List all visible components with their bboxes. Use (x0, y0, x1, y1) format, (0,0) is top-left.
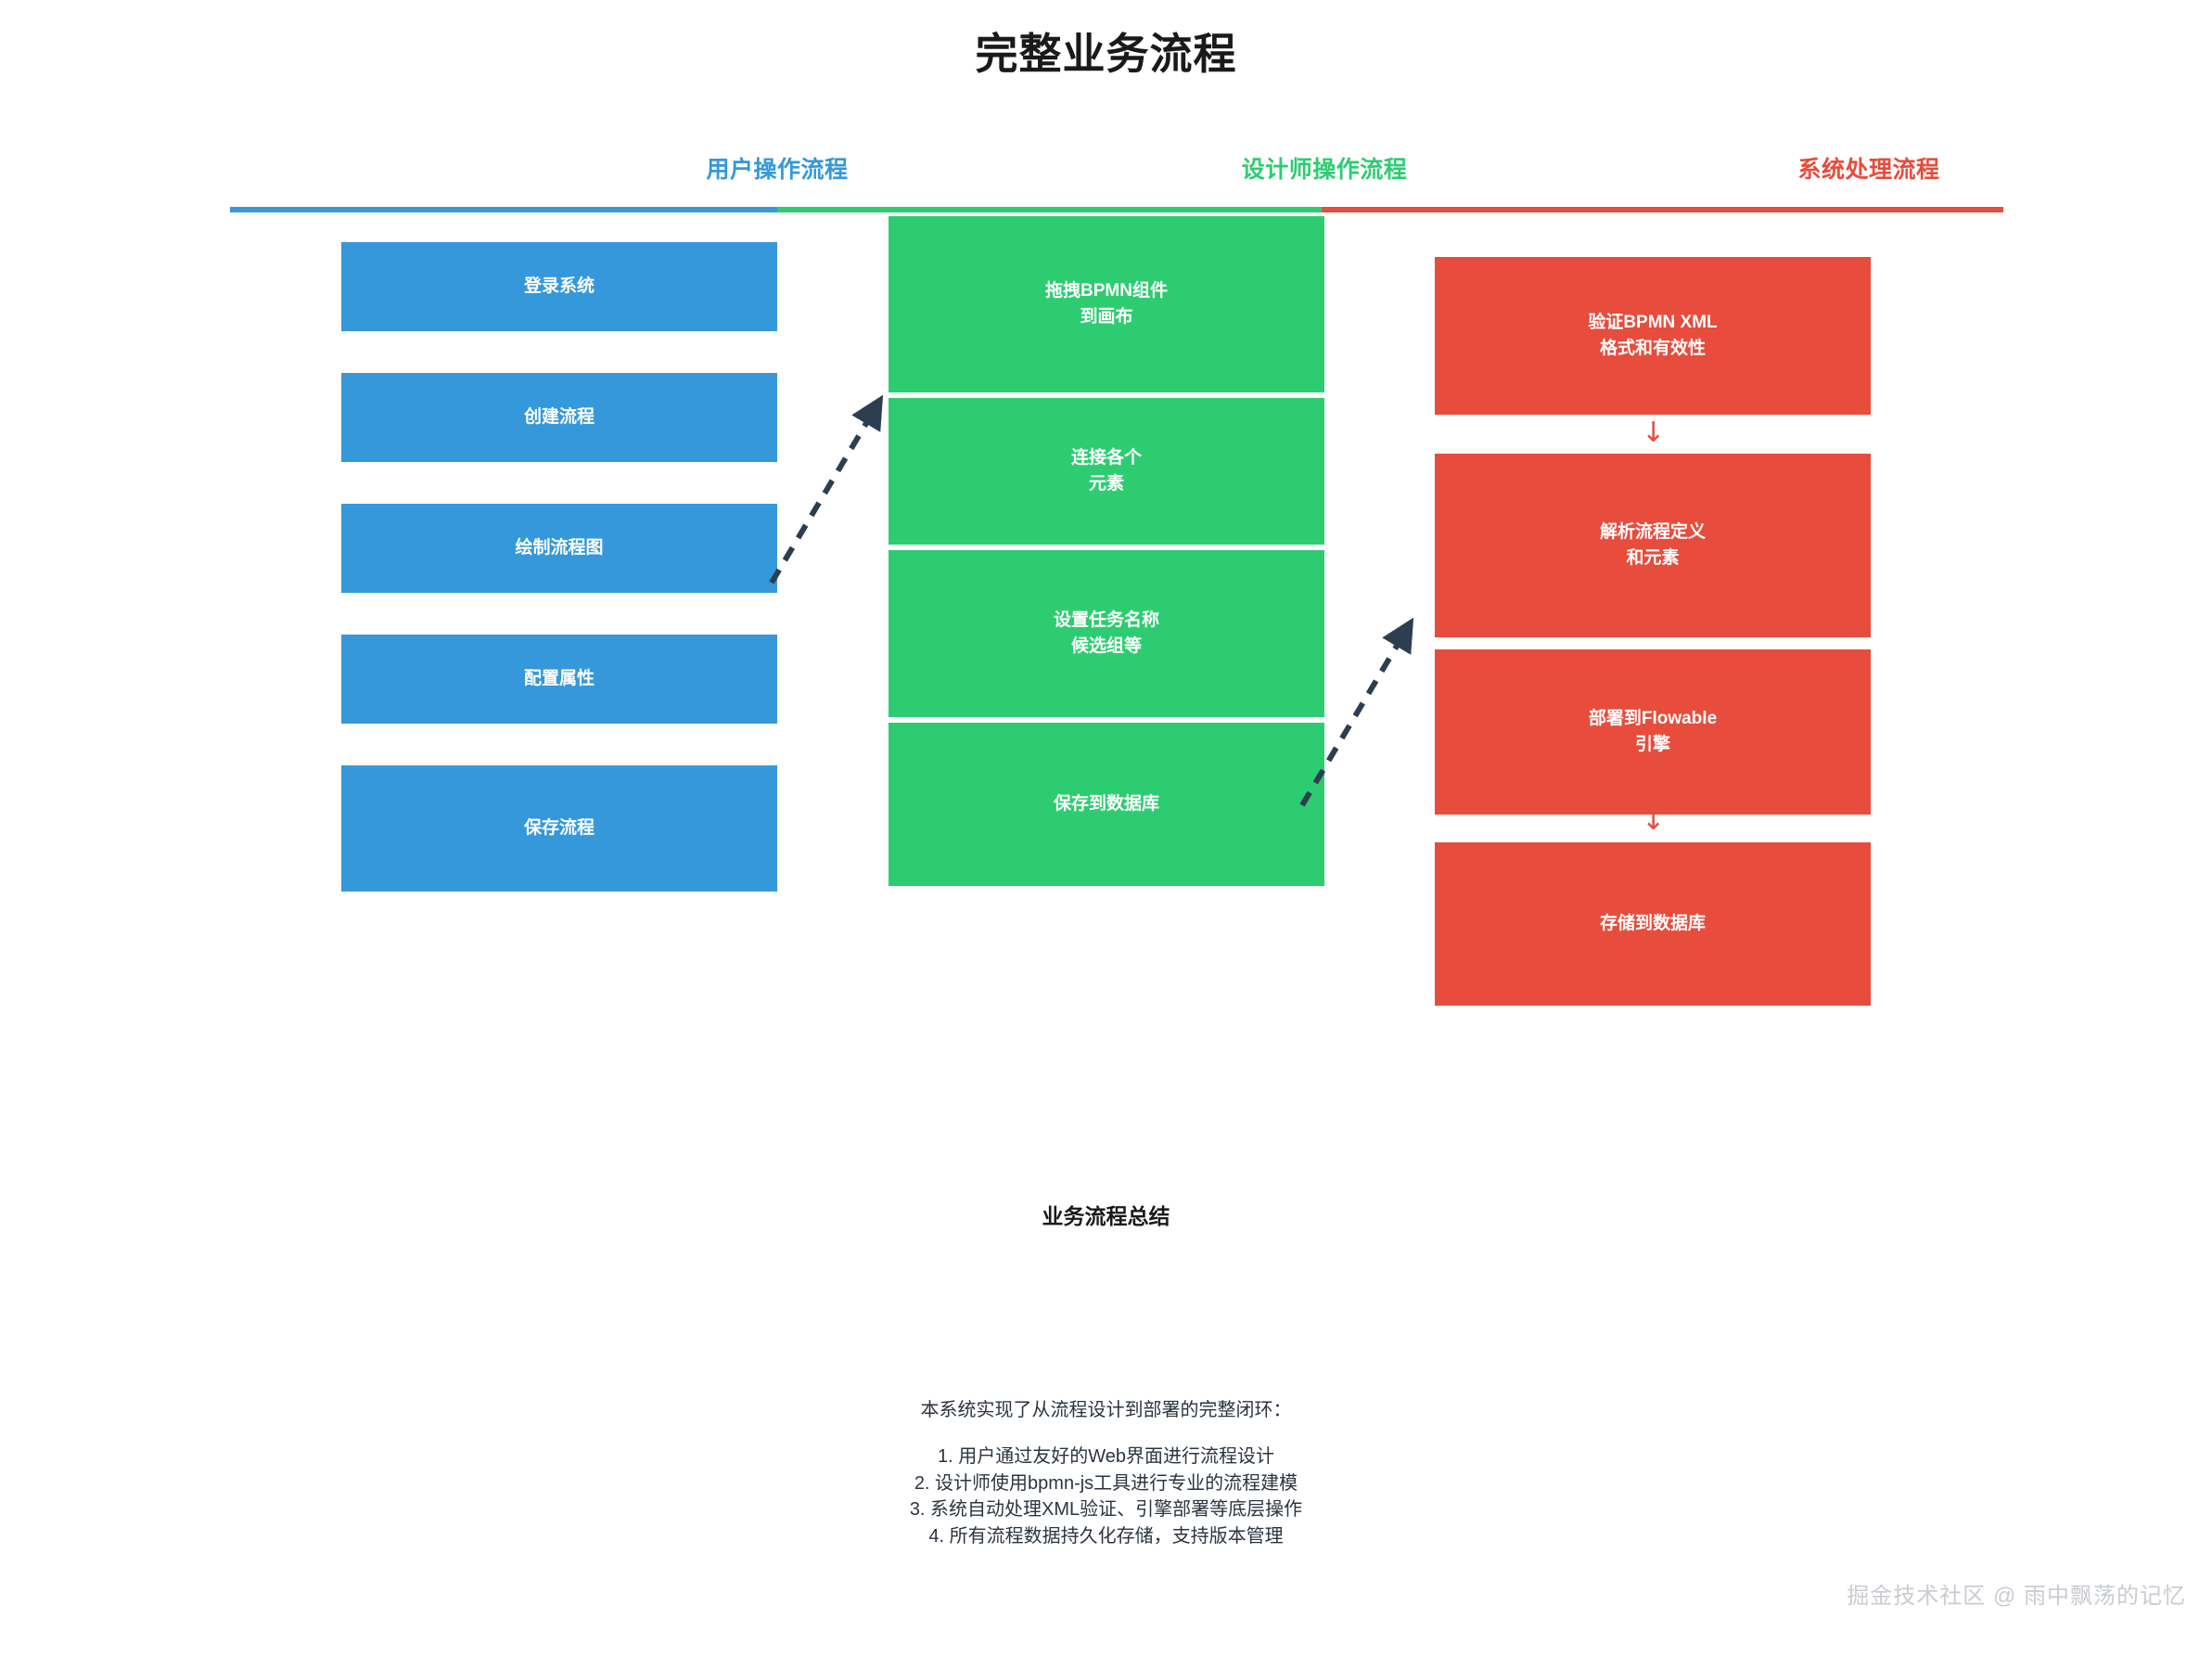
flow-box-system-3[interactable]: 部署到Flowable 引擎 (1435, 649, 1871, 815)
flow-box-label: 部署到Flowable 引擎 (1588, 709, 1718, 754)
watermark: 掘金技术社区 @ 雨中飘荡的记忆 (1847, 1584, 2186, 1609)
divider-segment-user (230, 207, 777, 212)
column-header-user: 用户操作流程 (706, 157, 849, 183)
summary-item-3: 3. 系统自动处理XML验证、引擎部署等底层操作 (909, 1499, 1303, 1521)
flow-box-label: 连接各个 元素 (1070, 448, 1142, 494)
summary-item-4: 4. 所有流程数据持久化存储，支持版本管理 (928, 1525, 1284, 1547)
flow-box-label: 保存到数据库 (1053, 794, 1159, 815)
flow-box-label: 解析流程定义 和元素 (1599, 522, 1706, 568)
column-header-system: 系统处理流程 (1797, 157, 1940, 183)
flow-box-system-2[interactable]: 解析流程定义 和元素 (1435, 454, 1871, 637)
summary-lead: 本系统实现了从流程设计到部署的完整闭环： (920, 1400, 1292, 1420)
down-arrow-icon-2: ↓ (1642, 608, 1666, 640)
flow-box-designer-2[interactable]: 连接各个 元素 (889, 398, 1324, 545)
page-title: 完整业务流程 (975, 30, 1237, 78)
flow-box-designer-4[interactable]: 保存到数据库 (889, 723, 1324, 886)
divider-segment-designer (777, 207, 1322, 212)
flow-box-label: 绘制流程图 (515, 538, 604, 558)
flow-box-label: 保存流程 (523, 818, 595, 839)
divider-segment-system (1322, 207, 2003, 212)
flow-box-label: 拖拽BPMN组件 到画布 (1045, 281, 1168, 327)
summary-item-2: 2. 设计师使用bpmn-js工具进行专业的流程建模 (914, 1472, 1298, 1494)
column-header-designer: 设计师操作流程 (1241, 157, 1408, 183)
flow-box-user-4[interactable]: 配置属性 (341, 635, 777, 724)
flow-box-label: 验证BPMN XML 格式和有效性 (1588, 313, 1718, 358)
flow-box-system-4[interactable]: 存储到数据库 (1435, 842, 1871, 1006)
flow-box-user-3[interactable]: 绘制流程图 (341, 504, 777, 593)
flow-box-designer-1[interactable]: 拖拽BPMN组件 到画布 (889, 216, 1324, 392)
connector-line (769, 394, 884, 584)
flow-box-user-5[interactable]: 保存流程 (341, 765, 777, 892)
flow-box-label: 配置属性 (523, 669, 595, 689)
down-arrow-icon-3: ↓ (1642, 804, 1666, 837)
summary-item-1: 1. 用户通过友好的Web界面进行流程设计 (938, 1446, 1274, 1468)
flow-box-label: 登录系统 (523, 276, 595, 297)
summary-body: 本系统实现了从流程设计到部署的完整闭环： 1. 用户通过友好的Web界面进行流程… (0, 1397, 2212, 1549)
flow-box-user-1[interactable]: 登录系统 (341, 242, 777, 331)
flow-box-designer-3[interactable]: 设置任务名称 候选组等 (889, 550, 1324, 717)
flow-box-label: 存储到数据库 (1599, 914, 1706, 934)
summary-title: 业务流程总结 (1042, 1204, 1170, 1228)
flow-box-user-2[interactable]: 创建流程 (341, 373, 777, 462)
flow-box-label: 创建流程 (523, 407, 595, 428)
flow-box-system-1[interactable]: 验证BPMN XML 格式和有效性 (1435, 257, 1871, 415)
down-arrow-icon-1: ↓ (1642, 417, 1666, 449)
flow-box-label: 设置任务名称 候选组等 (1053, 610, 1159, 656)
